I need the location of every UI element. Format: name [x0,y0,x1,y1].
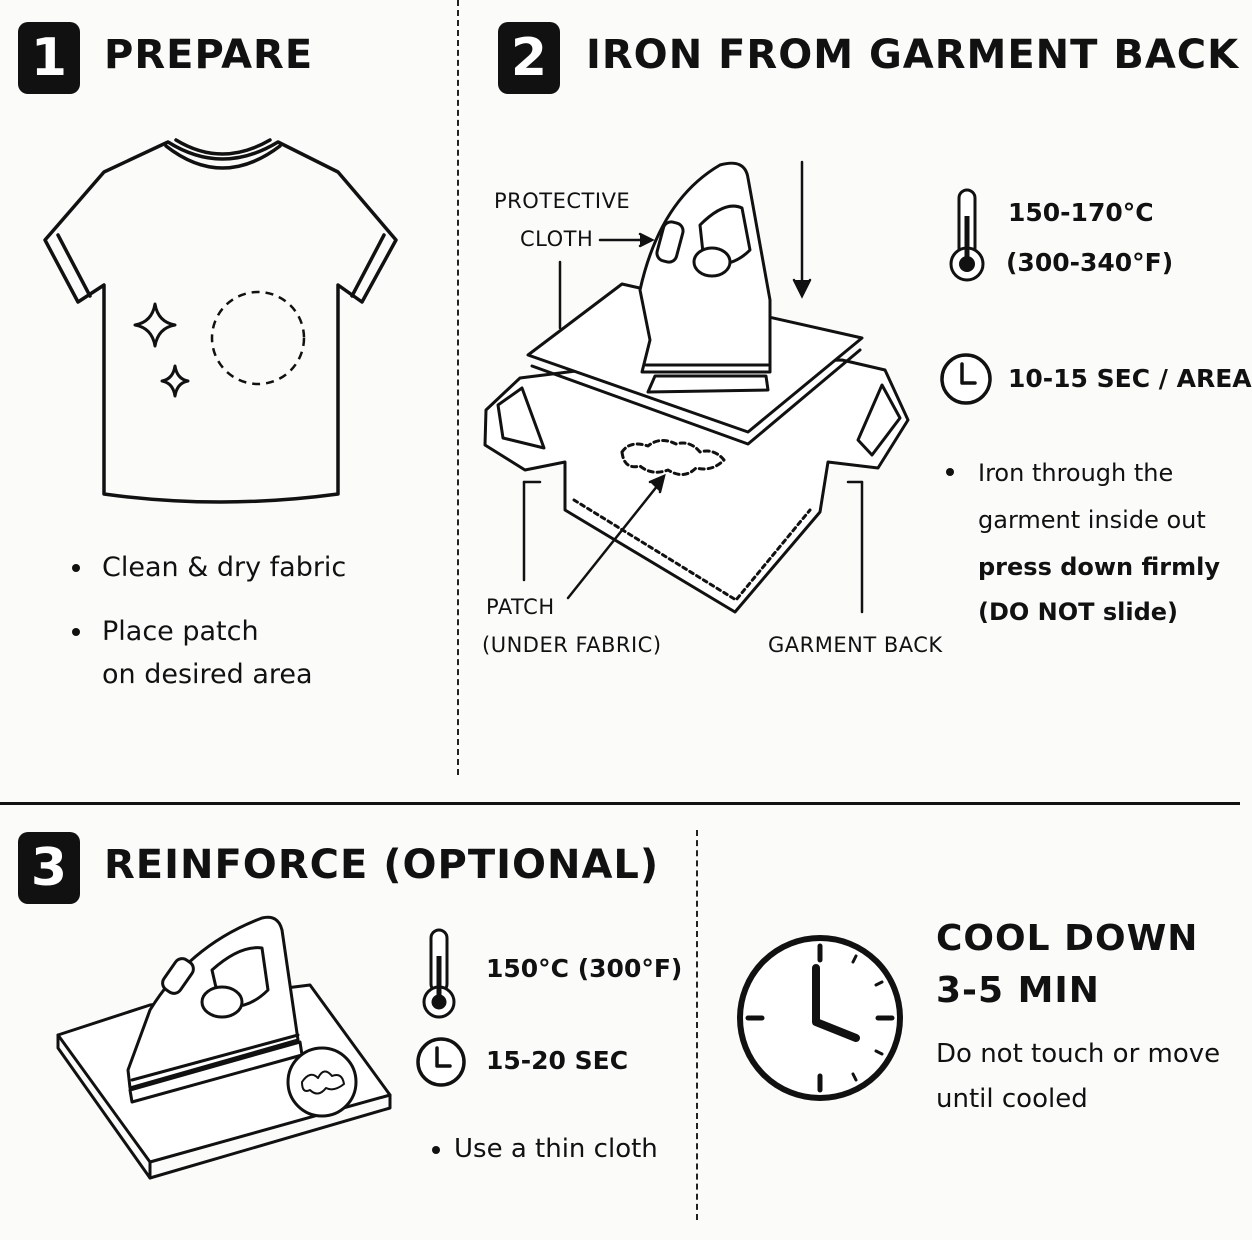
label-protective-cloth-2: CLOTH [520,227,594,251]
cooldown-title-line1: COOL DOWN [936,918,1199,959]
cooldown-title-line2: 3-5 MIN [936,970,1100,1011]
iron-icon [126,915,304,1104]
bullet-dot [432,1146,440,1154]
clock-icon [940,353,992,405]
step1-bullet-text-2: Place patch [102,616,259,647]
patch-icon [286,1046,358,1118]
step3-number-badge: 3 [18,832,80,904]
step2-note: Iron through the garment inside out pres… [946,450,1220,634]
divider-top-vertical [457,0,459,775]
divider-horizontal [0,802,1240,805]
step2-note-line2: garment inside out [978,506,1206,534]
step2-number-badge: 2 [498,22,560,94]
step3-time: 15-20 SEC [486,1046,629,1075]
label-protective-cloth-1: PROTECTIVE [494,189,631,213]
step1-bullet-2: Place patch on desired area [72,610,313,696]
label-garment-back: GARMENT BACK [768,633,943,657]
thermometer-icon [422,928,456,1019]
step3-title: REINFORCE (OPTIONAL) [104,842,660,888]
thermometer-icon [949,188,985,282]
step3-bullet: Use a thin cloth [432,1128,658,1171]
step2-note-bold1: press down firmly [978,553,1221,581]
step1-bullet-1: Clean & dry fabric [72,546,346,589]
step2-time: 10-15 SEC / AREA [1008,364,1252,393]
cooldown-note-line2: until cooled [936,1084,1088,1114]
bullet-dot [72,564,80,572]
step2-note-bold2: (DO NOT slide) [978,598,1179,626]
cooldown-note-line1: Do not touch or move [936,1039,1221,1069]
label-patch-2: (UNDER FABRIC) [482,633,662,657]
patch-under-fabric [620,439,726,476]
step2-temperature-c: 150-170°C [1008,198,1154,227]
bullet-dot [946,468,954,476]
garment-back-shape [483,358,910,614]
clock-icon [416,1037,466,1087]
step1-number-badge: 1 [18,22,80,94]
step1-bullet-text-1: Clean & dry fabric [102,552,347,583]
step2-temperature-f: (300-340°F) [1006,248,1174,277]
step2-note-line1: Iron through the [978,459,1174,487]
bullet-dot [72,628,80,636]
step2-title: IRON FROM GARMENT BACK [586,32,1240,78]
step3-temperature: 150°C (300°F) [486,954,683,983]
iron-icon [638,161,772,394]
clock-icon [737,935,903,1101]
patch-placement-outline [210,290,306,386]
label-patch-1: PATCH [486,595,555,619]
step1-title: PREPARE [104,32,314,78]
divider-bottom-vertical [696,830,698,1220]
step1-bullet-text-3: on desired area [102,659,313,690]
step3-bullet-text: Use a thin cloth [454,1134,658,1164]
